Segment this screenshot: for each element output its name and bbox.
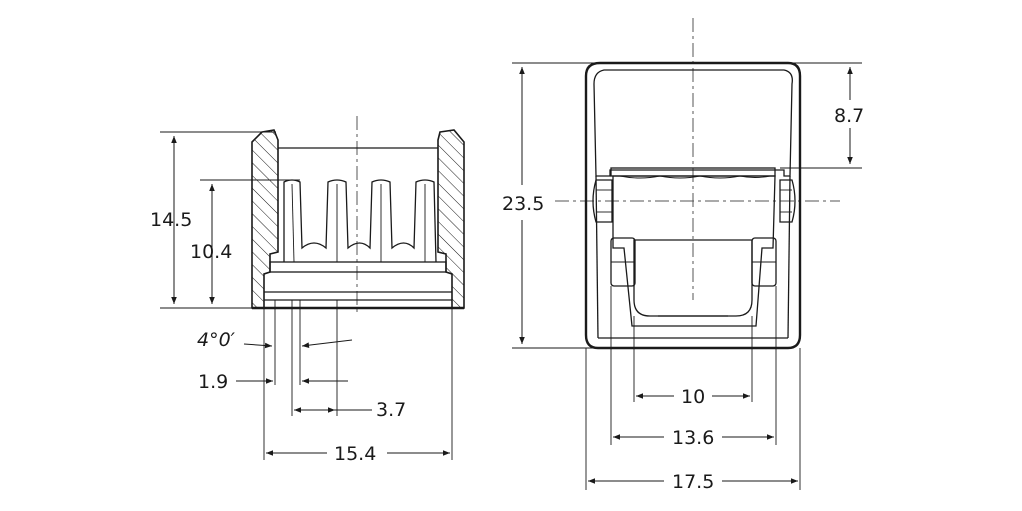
label-tooth-pitch: 3.7	[376, 399, 406, 421]
front-inner-outline	[593, 69, 793, 177]
teeth-profile	[283, 179, 437, 263]
label-front-width-overall: 17.5	[672, 471, 714, 493]
label-front-height-overall: 23.5	[502, 193, 544, 215]
label-pad-width: 13.6	[672, 427, 714, 449]
label-draft-angle: 4°0′	[197, 329, 236, 351]
dim-draft-angle-right	[301, 339, 353, 348]
label-side-width-overall: 15.4	[334, 443, 376, 465]
front-inner-left	[595, 175, 599, 339]
tooth-inner-1	[291, 183, 295, 263]
base-plate-upper	[269, 261, 447, 273]
label-top-offset: 8.7	[834, 105, 864, 127]
left-wall-section	[251, 129, 279, 309]
right-hinge-pin	[779, 179, 796, 223]
dim-draft-angle-left	[243, 342, 273, 349]
left-hinge-pin	[592, 179, 613, 223]
right-wall-section	[437, 129, 465, 309]
label-side-height-overall: 14.5	[150, 209, 192, 231]
label-inner-width: 10	[681, 386, 705, 408]
label-teeth-height: 10.4	[190, 241, 232, 263]
front-inner-right	[787, 175, 791, 339]
latch-inner	[633, 239, 753, 317]
side-section-view: 14.5 10.4 4°0′ 1.9 3.7 15.4	[150, 116, 465, 465]
front-view: 23.5 8.7 10 13.6 17.5	[502, 18, 864, 493]
latch-outer	[612, 175, 776, 327]
label-wall-thickness: 1.9	[198, 371, 228, 393]
front-outer-outline	[584, 61, 802, 350]
